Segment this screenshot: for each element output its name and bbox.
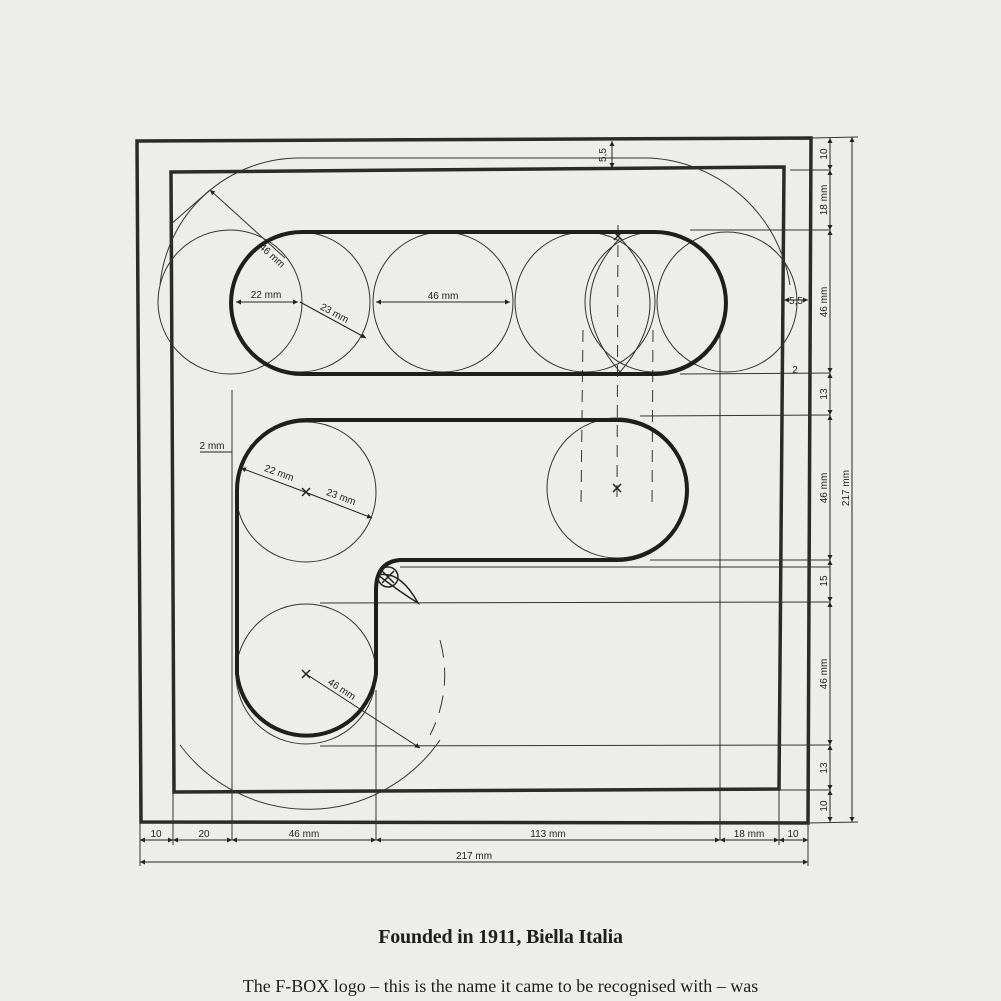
- dim-gap-side: 5,5: [789, 296, 803, 307]
- construction-lines: [139, 136, 859, 866]
- dim-bottom-46: 46 mm: [289, 829, 320, 840]
- dim-right-10a: 10: [819, 148, 830, 160]
- dim-right-total: 217 mm: [841, 470, 852, 506]
- dim-r23-top: 23 mm: [318, 302, 350, 326]
- hline-corner-2: [319, 601, 831, 604]
- bottom-dim-labels: 10 20 46 mm 113 mm 18 mm 10 217 mm: [150, 829, 799, 862]
- dim-right-15: 15: [819, 575, 830, 587]
- logo-top-bar: [229, 230, 728, 376]
- dim-bottom-10a: 10: [150, 829, 162, 840]
- dim-right-13a: 13: [819, 388, 830, 400]
- hline-outer-bottom: [807, 821, 859, 824]
- dim-right-10b: 10: [819, 800, 830, 812]
- right-dim-lines: [827, 137, 855, 822]
- logo-lower-shape: [235, 418, 689, 738]
- center-dash-1: [580, 329, 584, 506]
- caption-title: Founded in 1911, Biella Italia: [378, 926, 623, 948]
- center-dash-3: [651, 329, 654, 506]
- dim-right-46a: 46 mm: [819, 287, 830, 318]
- diag-ext: [169, 189, 211, 226]
- dim-right-46c: 46 mm: [819, 659, 830, 690]
- caption-text: The F-BOX logo – this is the name it cam…: [242, 976, 759, 996]
- dim-46-mid: 46 mm: [428, 291, 459, 302]
- bottom-arc: [179, 739, 441, 810]
- hline-outer-top: [811, 136, 859, 139]
- fbox-logo: [229, 230, 728, 738]
- inner-dim-lines: [200, 141, 808, 749]
- hline-bottom-stem: [319, 744, 831, 747]
- dim-right-46b: 46 mm: [819, 473, 830, 504]
- center-dash-2: [616, 224, 619, 501]
- bottom-dim-lines: [140, 837, 808, 865]
- inner-frame: [169, 165, 786, 794]
- dim-bottom-10b: 10: [787, 829, 799, 840]
- top-bar-envelope: [159, 157, 791, 286]
- dim-right-18: 18 mm: [819, 185, 830, 216]
- dim-r22-mid: 22 mm: [263, 463, 295, 484]
- hline-bar-bottom: [679, 372, 831, 375]
- right-dim-labels: 10 18 mm 46 mm 13 46 mm 15 46 mm 13 10 2…: [819, 148, 852, 812]
- dim-bottom-20: 20: [198, 829, 210, 840]
- circle-top-1: [157, 229, 303, 375]
- center-crosses: [301, 231, 623, 679]
- hline-mid-top: [639, 414, 831, 417]
- diameter-diag: [209, 189, 286, 259]
- dim-bottom-total: 217 mm: [456, 851, 492, 862]
- dim-r22-top: 22 mm: [251, 290, 282, 301]
- dim-gap-small: 2: [792, 365, 798, 376]
- corner-marker: [376, 566, 421, 606]
- dim-gap-top: 5,5: [598, 148, 609, 162]
- dim-bottom-113: 113 mm: [530, 829, 565, 840]
- dim-bottom-18: 18 mm: [734, 829, 765, 840]
- dashed-arc: [429, 639, 446, 736]
- dim-r23-mid: 23 mm: [325, 487, 357, 508]
- dim-right-13b: 13: [819, 762, 830, 774]
- lens: [589, 237, 651, 373]
- dim-gap-left: 2 mm: [200, 441, 225, 452]
